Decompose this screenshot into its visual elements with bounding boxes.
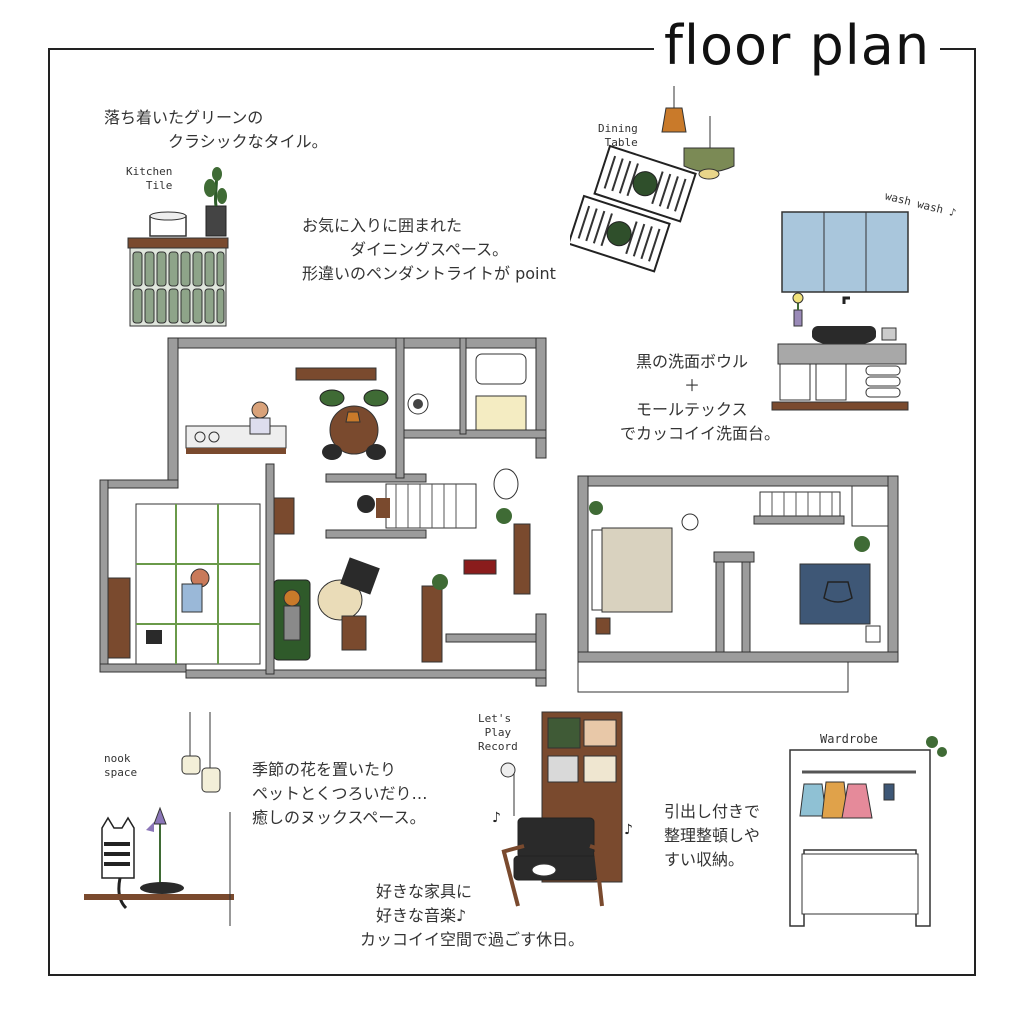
pendant-light-icon bbox=[683, 147, 735, 173]
wardrobe-label: Wardrobe bbox=[820, 732, 878, 746]
placemat-icon bbox=[570, 194, 671, 273]
coffee-table bbox=[341, 615, 367, 651]
towel-icon bbox=[883, 783, 895, 801]
nook-label: nook space bbox=[104, 752, 138, 779]
speaker-icon bbox=[273, 497, 295, 535]
music-corner-illustration: ♪ ♪ bbox=[484, 706, 644, 916]
bowl-icon bbox=[140, 882, 184, 894]
first-floor-plan bbox=[96, 334, 556, 692]
kitchen-tile-label: Kitchen Tile bbox=[126, 165, 173, 192]
dining-table-icon bbox=[319, 389, 389, 460]
green-tiles bbox=[132, 251, 225, 324]
floor-lamp-icon bbox=[317, 579, 363, 621]
music-note: 好きな家具に 好きな音楽♪ カッコイイ空間で過ごす休日。 bbox=[360, 882, 585, 949]
record-label: Let's Play Record bbox=[478, 712, 518, 753]
pet-icon bbox=[681, 513, 699, 531]
wash-note: 黒の洗面ボウル ＋ モールテックス でカッコイイ洗面台。 bbox=[620, 352, 781, 443]
bed-beige bbox=[601, 527, 673, 613]
pendant-light-icon bbox=[661, 107, 687, 133]
toilet-icon bbox=[493, 468, 519, 500]
kitchen-counter bbox=[185, 425, 287, 449]
armchair-icon bbox=[501, 817, 609, 907]
red-box bbox=[463, 559, 497, 575]
plant-icon bbox=[204, 167, 227, 237]
person-lying-icon bbox=[181, 568, 210, 613]
svg-text:♪: ♪ bbox=[492, 810, 501, 826]
towels-icon bbox=[865, 365, 901, 398]
cat-icon bbox=[531, 863, 557, 877]
staircase bbox=[385, 483, 477, 529]
kitchen-shelf bbox=[295, 367, 377, 381]
dining-illustration bbox=[570, 86, 740, 276]
plant-icon bbox=[854, 536, 870, 552]
cushion-icon bbox=[146, 630, 162, 644]
plant-icon bbox=[589, 501, 603, 515]
person-kitchen-icon bbox=[249, 401, 271, 435]
dress-icon bbox=[841, 783, 873, 819]
pendant-light-icon bbox=[201, 767, 221, 793]
stove-icon bbox=[194, 431, 220, 443]
svg-text:♪: ♪ bbox=[624, 822, 633, 838]
iris-flower-icon bbox=[146, 806, 167, 884]
balcony bbox=[577, 661, 849, 693]
plant-icon bbox=[496, 508, 512, 524]
second-floor-plan bbox=[574, 472, 904, 702]
armchair-icon bbox=[340, 557, 380, 595]
nook-illustration bbox=[80, 712, 250, 932]
kitchen-note: 落ち着いたグリーンの クラシックなタイル。 bbox=[104, 108, 328, 151]
person-sitting-icon bbox=[357, 495, 390, 518]
bed-navy bbox=[799, 563, 871, 625]
closet bbox=[851, 485, 889, 527]
dining-note: お気に入りに囲まれた ダイニングスペース。 形違いのペンダントライトが poin… bbox=[302, 216, 556, 283]
person-sofa-icon bbox=[283, 589, 301, 641]
pendant-light-icon bbox=[181, 755, 201, 775]
staircase bbox=[759, 491, 841, 517]
mirror-cabinet bbox=[781, 211, 909, 293]
page-frame bbox=[48, 48, 976, 976]
wardrobe-illustration bbox=[782, 728, 952, 938]
wash-basin-illustration bbox=[770, 206, 910, 416]
plant-icon bbox=[432, 574, 448, 590]
sink-bowl-icon bbox=[812, 296, 876, 346]
shirt-icon bbox=[799, 783, 827, 817]
page-title: floor plan bbox=[654, 10, 941, 82]
kitchen-tile-illustration bbox=[122, 160, 242, 330]
nook-note: 季節の花を置いたり ペットとくつろいだり… 癒しのヌックスペース。 bbox=[252, 760, 428, 827]
bathtub-icon bbox=[475, 353, 527, 385]
flower-vase-icon bbox=[792, 292, 804, 327]
dining-table-label: Dining Table bbox=[598, 122, 638, 149]
shelf-icon bbox=[421, 585, 443, 663]
tv-stand bbox=[107, 577, 131, 659]
placemat-icon bbox=[593, 144, 697, 223]
pendant-light-icon bbox=[823, 581, 853, 603]
cat-icon bbox=[101, 816, 135, 910]
pot-icon bbox=[149, 211, 187, 237]
storage-note: 引出し付きで 整理整頓しや すい収納。 bbox=[664, 802, 761, 869]
